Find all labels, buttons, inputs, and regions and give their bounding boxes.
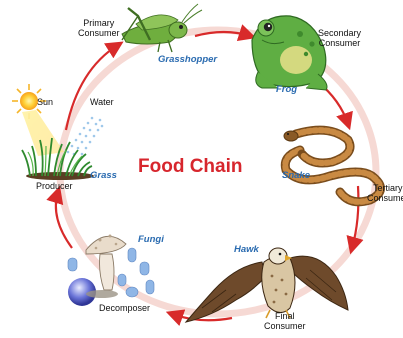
- tertiary-consumer-line1: Tertiary: [367, 183, 403, 193]
- primary-consumer-line2: Consumer: [78, 28, 120, 38]
- sun-label: Sun: [37, 97, 53, 107]
- producer-label: Producer: [36, 181, 73, 191]
- grass-name: Grass: [90, 170, 117, 181]
- primary-consumer-line1: Primary: [78, 18, 120, 28]
- tertiary-consumer-label: Tertiary Consumer: [367, 183, 403, 203]
- fungi-name: Fungi: [138, 234, 164, 245]
- sunlight-beam: [22, 110, 64, 156]
- secondary-consumer-line2: Consumer: [318, 38, 361, 48]
- grasshopper-name: Grasshopper: [158, 54, 217, 65]
- secondary-consumer-label: Secondary Consumer: [318, 28, 361, 48]
- tertiary-consumer-line2: Consumer: [367, 193, 403, 203]
- secondary-consumer-line1: Secondary: [318, 28, 361, 38]
- decomposer-label: Decomposer: [99, 303, 150, 313]
- grasshopper-icon: [122, 4, 202, 52]
- final-consumer-label: Final Consumer: [264, 311, 306, 331]
- primary-consumer-label: Primary Consumer: [78, 18, 120, 38]
- water-label: Water: [90, 97, 114, 107]
- final-consumer-line2: Consumer: [264, 321, 306, 331]
- frog-name: Frog: [276, 84, 297, 95]
- hawk-name: Hawk: [234, 244, 259, 255]
- final-consumer-line1: Final: [264, 311, 306, 321]
- frog-icon: [252, 16, 327, 90]
- snake-name: Snake: [282, 170, 310, 181]
- page-title: Food Chain: [138, 156, 242, 178]
